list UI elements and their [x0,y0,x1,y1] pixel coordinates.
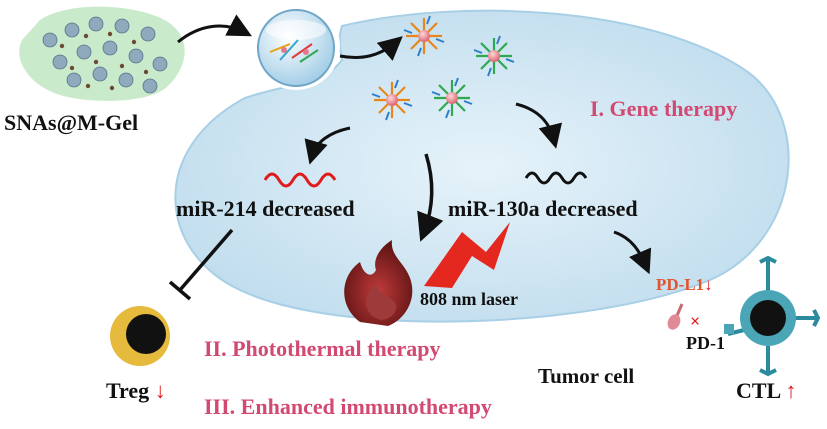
pdl1-text: PD-L1 [656,275,705,294]
treg-label: Treg ↓ [106,380,166,402]
inhibition-bar [168,280,192,301]
pd1-label: PD-1 [686,333,725,353]
inhibition-icon [178,228,234,292]
gel-cluster-icon [19,6,185,101]
pdl1-ligand-icon [667,303,684,330]
wavy-mirna-icon [524,171,588,185]
treg-text: Treg [106,378,150,403]
sna-icon [403,15,445,57]
arrow-gel-to-vesicle [177,14,252,44]
ctl-up-arrow-icon: ↑ [785,378,797,403]
immunotherapy-label: III. Enhanced immunotherapy [204,394,492,419]
pdl1-label: PD-L1↓ [656,276,713,293]
pd1-block-mark: × [690,311,701,331]
sna-icon [473,35,515,77]
tumor-cell-label: Tumor cell [538,364,635,388]
arrow-to-pdl1 [613,230,652,275]
arrow-vesicle-to-snas [339,36,403,61]
treg-down-arrow-icon: ↓ [154,378,166,403]
ctl-label: CTL ↑ [736,380,797,402]
snas-label: SNAs@M-Gel [4,110,139,135]
arrow-to-mir130a [515,102,562,149]
sna-icon [431,77,473,119]
ctl-text: CTL [736,378,781,403]
wavy-mirna-icon [263,172,337,188]
gene-therapy-label: I. Gene therapy [590,96,738,121]
ctl-cell-icon [724,255,821,377]
vesicle-icon [257,9,335,87]
laser-label: 808 nm laser [420,289,518,309]
flame-icon [344,240,413,326]
treg-cell-icon [110,306,170,366]
photothermal-label: II. Photothermal therapy [204,336,441,361]
arrow-to-flame [417,153,444,242]
mir130a-label: miR-130a decreased [448,196,638,221]
pdl1-down-arrow-icon: ↓ [704,275,713,294]
sna-icon [371,79,413,121]
arrow-to-mir214 [304,126,351,165]
lightning-icon [424,222,510,288]
mir214-label: miR-214 decreased [176,196,355,221]
